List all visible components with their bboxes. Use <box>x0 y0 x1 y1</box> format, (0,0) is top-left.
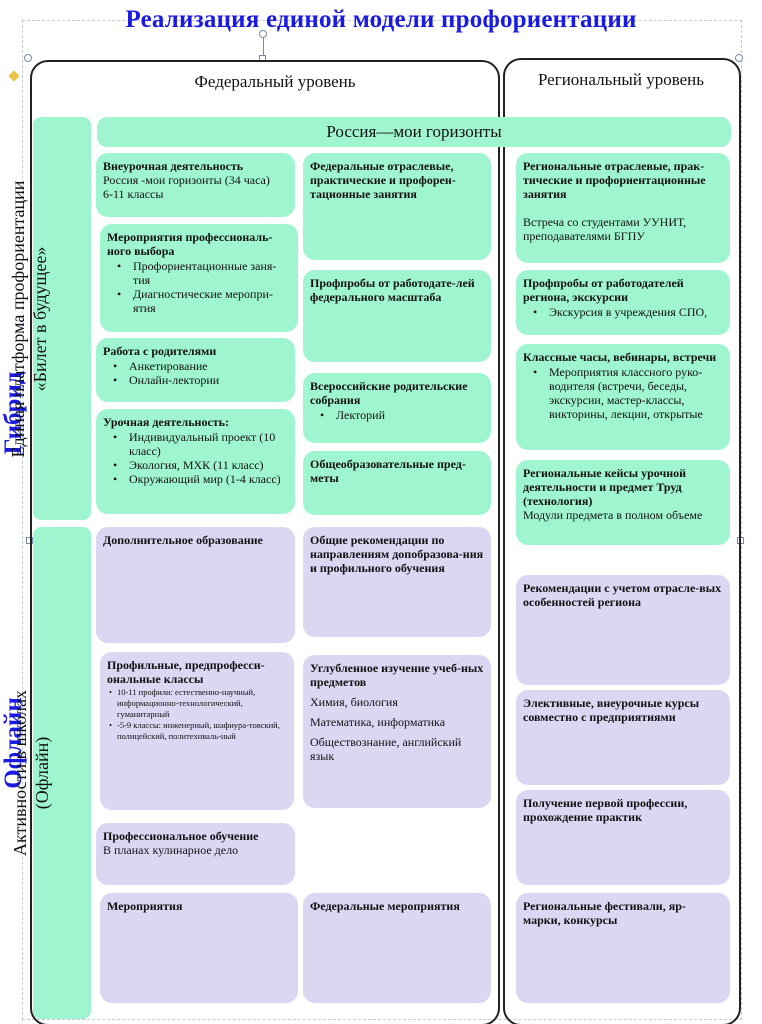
lessons-box: Урочная деятельность: Индивидуальный про… <box>96 409 295 514</box>
diagram-title: Реализация единой модели профориентации <box>125 6 637 33</box>
resize-handle-top-left[interactable] <box>24 54 32 62</box>
parents-work-box: Работа с родителями Анкетирование Онлайн… <box>96 338 295 402</box>
reg-cases-box: Региональные кейсы урочной деятельности … <box>516 460 730 545</box>
platform-band-label: Единая платформа профориентации«Билет в … <box>8 180 50 458</box>
list-item: Диагностические меропри-ятия <box>107 287 291 315</box>
school-activities-band-label: Активности в школах(Офлайн) <box>10 690 52 856</box>
deep-study-box: Углубленное изучение учеб-ных предметов … <box>303 655 491 808</box>
profile-classes-box: Профильные, предпрофесси-ональные классы… <box>100 652 294 810</box>
school-activities-band <box>33 527 91 1019</box>
list-item: Анкетирование <box>103 359 288 373</box>
reg-class-hours-box: Классные часы, вебинары, встречи Меропри… <box>516 344 730 450</box>
general-recommendations-box: Общие рекомендации по направлениям допоб… <box>303 527 491 637</box>
resize-handle-left[interactable] <box>26 537 33 544</box>
additional-education-box: Дополнительное образование <box>96 527 295 643</box>
federal-events-box: Федеральные мероприятия <box>303 893 491 1003</box>
regional-level-heading: Региональный уровень <box>537 70 705 89</box>
list-item: Экскурсия в учреждения СПО, <box>523 305 723 319</box>
fed-probes-box: Профпробы от работодате-лей федерального… <box>303 270 491 362</box>
rotation-handle[interactable] <box>259 30 267 38</box>
list-item: Мероприятия классного руко-водителя (вст… <box>523 365 723 421</box>
list-item: Индивидуальный проект (10 класс) <box>103 430 288 458</box>
list-item: 10-11 профили: естественно-научный, инфо… <box>107 687 287 720</box>
platform-band <box>33 117 91 520</box>
list-item: Онлайн-лектории <box>103 373 288 387</box>
reg-probes-box: Профпробы от работодателей региона, экск… <box>516 270 730 335</box>
federal-level-heading: Федеральный уровень <box>194 72 356 91</box>
list-item: -5-9 классы: инженерный, шафиура-товский… <box>107 720 287 742</box>
events-box: Мероприятия <box>100 893 298 1003</box>
reg-sector-classes-box: Региональные отраслевые, прак-тические и… <box>516 153 730 263</box>
first-profession-box: Получение первой профессии, прохождение … <box>516 790 730 885</box>
fed-sector-classes-box: Федеральные отраслевые, практические и п… <box>303 153 491 260</box>
extracurricular-box: Внеурочная деятельность Россия -мои гори… <box>96 153 295 217</box>
resize-handle-top-right[interactable] <box>735 54 743 62</box>
list-item: Окружающий мир (1-4 класс) <box>103 472 288 486</box>
russia-my-horizons-band: Россия—мои горизонты <box>97 117 731 147</box>
fed-general-subjects-box: Общеобразовательные пред-меты <box>303 451 491 515</box>
list-item: Профориентационные заня-тия <box>107 259 291 287</box>
rotation-handle-line <box>263 36 264 60</box>
professional-training-box: Профессиональное обучение В планах кулин… <box>96 823 295 885</box>
career-events-box: Мероприятия профессиональ-ного выбора Пр… <box>100 224 298 332</box>
list-item: Экология, МХК (11 класс) <box>103 458 288 472</box>
regional-festivals-box: Региональные фестивали, яр-марки, конкур… <box>516 893 730 1003</box>
anchor-icon[interactable] <box>8 70 20 82</box>
regional-recommendations-box: Рекомендации с учетом отрасле-вых особен… <box>516 575 730 685</box>
regional-frame <box>503 58 741 1024</box>
fed-parent-meetings-box: Всероссийские родительские собрания Лект… <box>303 373 491 443</box>
federal-frame <box>30 60 500 1024</box>
list-item: Лекторий <box>310 408 484 422</box>
electives-box: Элективные, внеурочные курсы совместно с… <box>516 690 730 785</box>
